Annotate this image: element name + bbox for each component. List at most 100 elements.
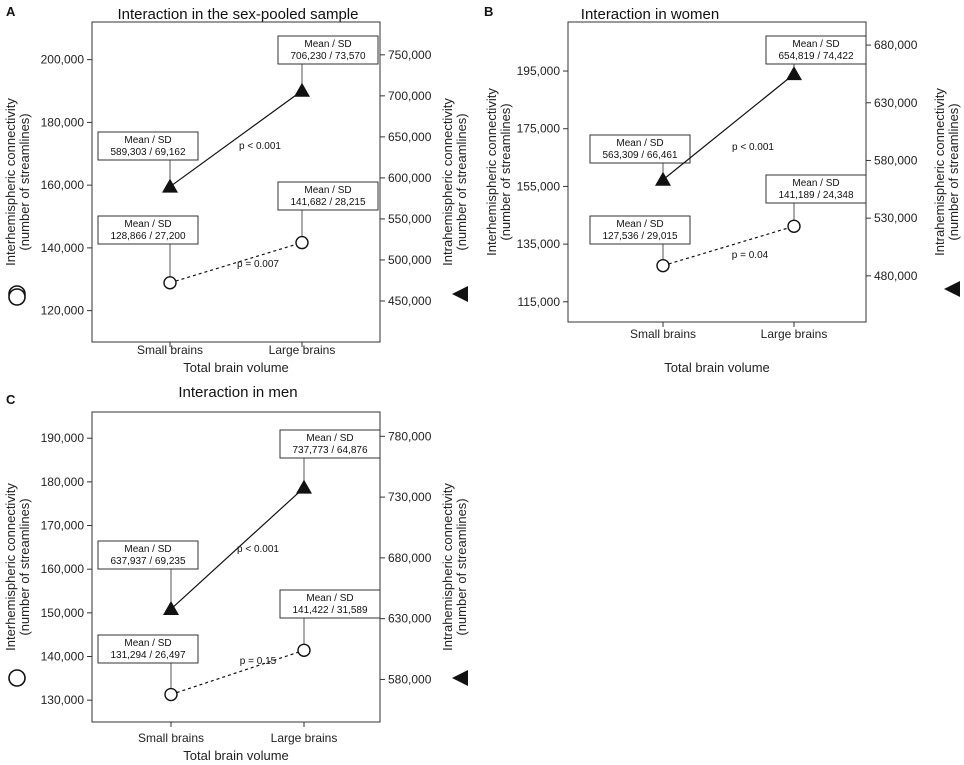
annotation-box [279,589,381,619]
inter-series-line [169,242,303,284]
y-tick-label: 120,000 [41,304,85,318]
x-axis-label: Total brain volume [183,748,289,763]
inter-p-value: p = 0.15 [240,656,277,667]
y2-axis-label: Intrahemispheric connectivity [932,88,947,256]
annotation-box [97,215,199,245]
y2-axis-label: Intrahemispheric connectivity [440,483,455,651]
y2-tick-label: 480,000 [874,269,918,283]
annotation-value: 141,682 / 28,215 [290,197,366,208]
circle-point [787,219,801,233]
annotation-header: Mean / SD [304,185,351,196]
annotation-value: 127,536 / 29,015 [602,231,678,242]
y-tick-label: 155,000 [517,179,561,193]
chart-title: Interaction in women [581,6,719,23]
y2-tick-label: 650,000 [388,130,432,144]
annotation-box [277,181,379,211]
y2-tick-label: 680,000 [388,551,432,565]
y-axis-label: Interhemispheric connectivity [3,483,18,651]
circle-point [297,643,311,657]
y-tick-label: 175,000 [517,122,561,136]
circle-series-symbol [8,669,26,687]
x-tick-label: Small brains [630,327,696,341]
y2-tick-label: 450,000 [388,294,432,308]
inter-series-line [662,225,795,267]
annotation-box [589,134,691,164]
annotation-box [765,35,867,65]
y2-tick-label: 580,000 [874,153,918,167]
plot-frame [91,411,381,723]
annotation-box [765,174,867,204]
triangle-series-symbol [452,286,468,302]
annotation-header: Mean / SD [304,39,351,50]
y2-tick-label: 730,000 [388,490,432,504]
y2-tick-label: 500,000 [388,253,432,267]
annotation-box [279,429,381,459]
annotation-header: Mean / SD [124,219,171,230]
y2-tick-label: 680,000 [874,38,918,52]
annotation-value: 563,309 / 66,461 [602,150,678,161]
y2-axis-sublabel: (number of streamlines) [454,113,469,250]
panel-letter: B [484,4,493,19]
y2-tick-label: 700,000 [388,89,432,103]
inter-p-value: p = 0.007 [237,259,279,270]
y-tick-label: 160,000 [41,562,85,576]
y-tick-label: 115,000 [518,295,561,309]
triangle-point [163,601,179,616]
x-axis-label: Total brain volume [664,360,770,375]
annotation-value: 589,303 / 69,162 [110,147,186,158]
inter-p-value: p = 0.04 [732,250,769,261]
annotation-header: Mean / SD [792,178,839,189]
panel-letter: A [6,4,16,19]
y-axis-label: Interhemispheric connectivity [3,98,18,266]
annotation-value: 637,937 / 69,235 [110,556,186,567]
x-axis-label: Total brain volume [183,360,289,375]
circle-point [295,235,309,250]
triangle-point [655,171,671,186]
annotation-value: 737,773 / 64,876 [292,445,368,456]
intra-series-line [170,487,305,610]
y2-tick-label: 600,000 [388,171,432,185]
circle-point [656,258,670,273]
y-axis-sublabel: (number of streamlines) [17,498,32,635]
y-tick-label: 200,000 [41,53,85,67]
y2-axis-sublabel: (number of streamlines) [454,498,469,635]
x-tick-label: Large brains [271,731,338,745]
inter-series-line [170,649,305,696]
y-tick-label: 150,000 [41,606,85,620]
y-tick-label: 130,000 [41,693,85,707]
triangle-point [162,178,178,193]
y-tick-label: 140,000 [41,650,85,664]
x-tick-label: Small brains [137,343,203,357]
y-axis-sublabel: (number of streamlines) [17,113,32,250]
intra-p-value: p < 0.001 [237,544,279,555]
annotation-header: Mean / SD [616,219,663,230]
circle-point [164,687,178,702]
triangle-series-symbol [452,670,468,686]
y-axis-label: Interhemispheric connectivity [484,88,499,256]
annotation-header: Mean / SD [124,135,171,146]
triangle-series-symbol [944,281,960,297]
intra-series-line [662,73,795,181]
y2-axis-sublabel: (number of streamlines) [946,103,961,240]
chart-panel-b: B Interaction in women 115,000 135,000 155,0… [8,4,961,375]
annotation-header: Mean / SD [792,39,839,50]
triangle-point [296,479,312,494]
y-tick-label: 140,000 [41,241,85,255]
y2-tick-label: 580,000 [388,672,432,686]
y-axis-sublabel: (number of streamlines) [498,103,513,240]
y-tick-label: 135,000 [517,237,561,251]
x-tick-label: Large brains [761,327,828,341]
y2-tick-label: 550,000 [388,212,432,226]
y2-tick-label: 780,000 [388,429,432,443]
annotation-header: Mean / SD [616,138,663,149]
plot-frame [567,21,867,323]
y-tick-label: 180,000 [41,115,85,129]
circle-point [163,276,177,290]
annotation-value: 128,866 / 27,200 [110,231,186,242]
y2-tick-label: 530,000 [874,211,918,225]
annotation-header: Mean / SD [124,638,171,649]
y2-tick-label: 630,000 [388,612,432,626]
y-tick-label: 170,000 [41,519,85,533]
